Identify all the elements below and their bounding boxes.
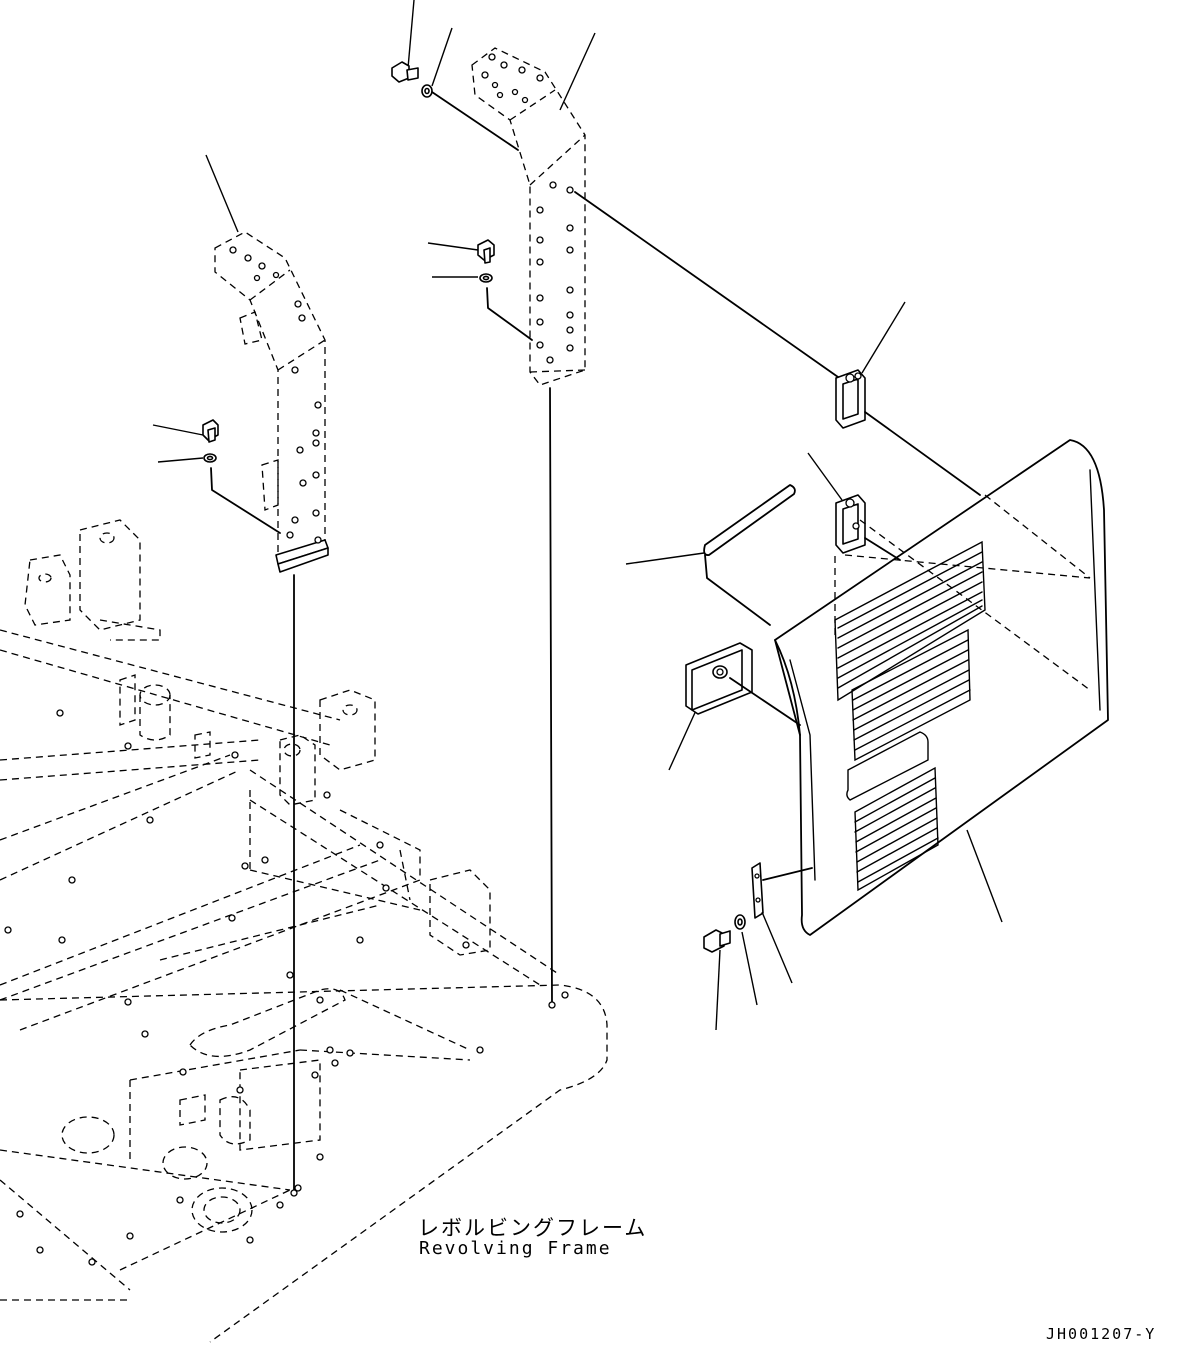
upper-hinge xyxy=(835,301,981,496)
frame-name-english: Revolving Frame xyxy=(419,1238,612,1259)
door-stay-rod xyxy=(625,484,796,626)
door-lock xyxy=(668,642,801,771)
revolving-frame xyxy=(0,519,608,1343)
side-door xyxy=(774,439,1109,936)
lower-hinge xyxy=(807,452,901,561)
left-handrail-post xyxy=(152,154,329,1197)
center-handrail-post xyxy=(391,0,839,1009)
frame-name-japanese: レボルビングフレーム xyxy=(418,1216,648,1240)
drawing-code: JH001207-Y xyxy=(1046,1325,1157,1343)
bottom-bracket xyxy=(703,862,813,1031)
